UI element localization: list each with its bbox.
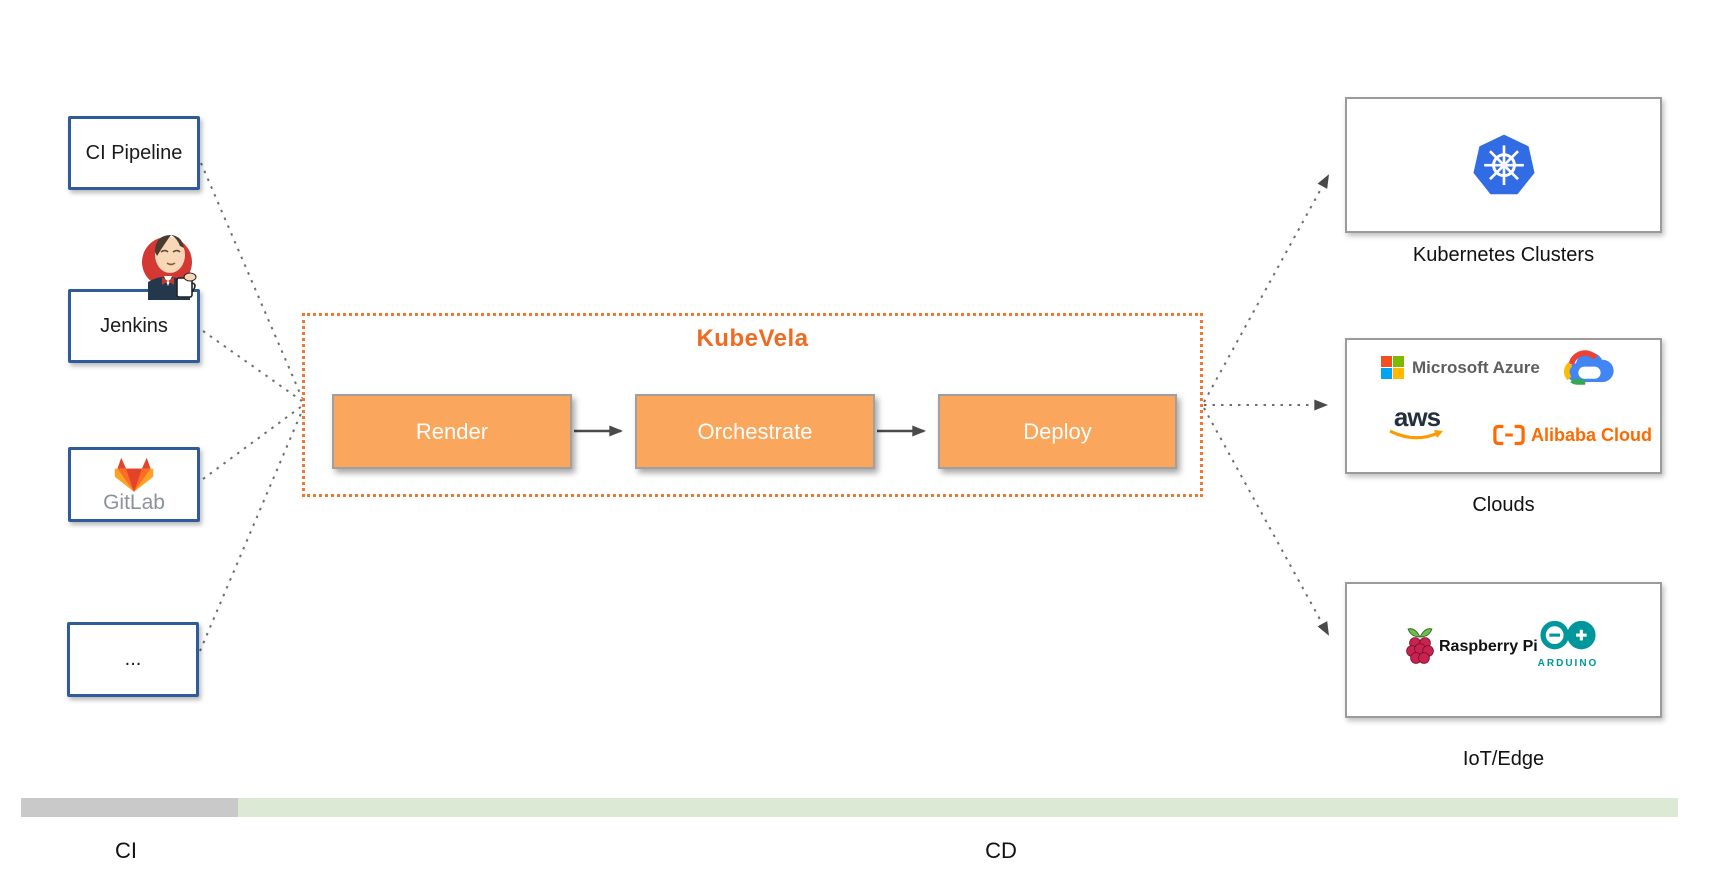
microsoft-azure-label: Microsoft Azure — [1412, 357, 1540, 377]
ci-pipeline-label: CI Pipeline — [85, 141, 183, 164]
deploy-step-label: Deploy — [1023, 418, 1092, 444]
microsoft-azure-logo: Microsoft Azure — [1381, 356, 1540, 379]
cd-footer-label: CD — [985, 838, 1017, 863]
iot-edge-box: Raspberry Pi ARDUINO — [1345, 582, 1662, 718]
raspberry-pi-label: Raspberry Pi — [1439, 638, 1538, 655]
alibaba-cloud-icon — [1493, 424, 1525, 446]
more-sources-label: ... — [124, 648, 142, 670]
gitlab-box: GitLab — [68, 447, 200, 522]
arduino-logo: ARDUINO — [1535, 620, 1601, 669]
cd-bar-segment — [238, 798, 1678, 817]
aws-label: aws — [1393, 402, 1441, 432]
kubernetes-clusters-label: Kubernetes Clusters — [1412, 244, 1595, 266]
kubevela-container — [302, 313, 1203, 497]
clouds-box: Microsoft Azure aws — [1345, 338, 1662, 474]
raspberry-pi-logo: Raspberry Pi — [1405, 626, 1538, 668]
microsoft-azure-icon — [1381, 356, 1404, 379]
orchestrate-step-box: Orchestrate — [635, 394, 875, 469]
arduino-label: ARDUINO — [1537, 658, 1599, 669]
aws-logo: aws — [1387, 402, 1447, 447]
ci-pipeline-box: CI Pipeline — [68, 116, 200, 190]
aws-smile-icon — [1389, 429, 1443, 440]
kubernetes-clusters-box — [1345, 97, 1662, 233]
gitlab-icon — [114, 457, 154, 492]
arduino-icon — [1540, 620, 1596, 650]
render-step-box: Render — [332, 394, 572, 469]
google-cloud-icon — [1564, 350, 1614, 385]
alibaba-cloud-logo: Alibaba Cloud — [1493, 424, 1652, 446]
orchestrate-step-label: Orchestrate — [697, 418, 813, 444]
clouds-label: Clouds — [1472, 494, 1535, 516]
ci-bar-segment — [21, 798, 238, 817]
deploy-step-box: Deploy — [938, 394, 1177, 469]
ci-footer-label: CI — [115, 838, 137, 863]
raspberry-pi-icon — [1406, 628, 1434, 664]
more-sources-box: ... — [67, 622, 199, 697]
kubevela-title: KubeVela — [696, 325, 809, 352]
alibaba-cloud-label: Alibaba Cloud — [1531, 424, 1652, 445]
jenkins-box: Jenkins — [68, 289, 200, 363]
jenkins-icon — [142, 235, 197, 300]
jenkins-label: Jenkins — [100, 314, 168, 337]
gitlab-label: GitLab — [103, 490, 165, 514]
iot-edge-label: IoT/Edge — [1462, 748, 1545, 770]
render-step-label: Render — [415, 418, 489, 444]
kubernetes-icon — [1473, 134, 1535, 195]
